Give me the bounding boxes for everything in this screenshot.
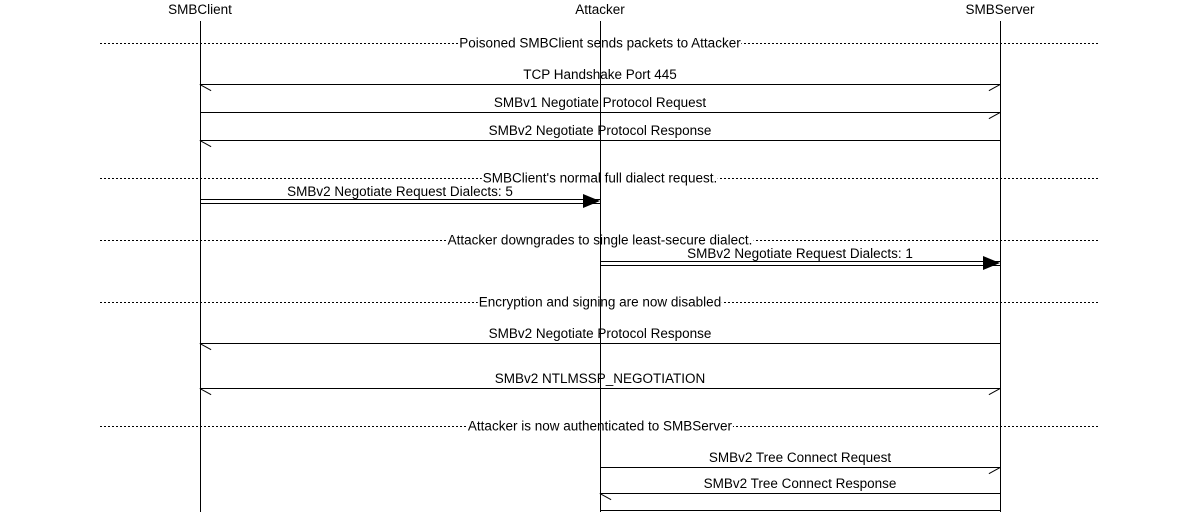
message-label: SMBv2 Negotiate Protocol Response — [488, 326, 712, 341]
arrowhead-filled-icon — [583, 194, 600, 208]
arrowhead-filled-icon — [983, 256, 1000, 270]
message-label: SMBv2 Tree Connect Response — [703, 476, 897, 491]
arrowhead-open-left-icon — [199, 388, 212, 396]
message-label: SMBv2 Negotiate Request Dialects: 5 — [287, 184, 513, 199]
message-line-double — [200, 199, 600, 204]
arrowhead-open-left-icon — [599, 493, 612, 501]
arrowhead-open-right-icon — [988, 388, 1001, 396]
message-label: SMBv2 Negotiate Request Dialects: 1 — [687, 246, 913, 261]
lifeline-smbserver — [1000, 21, 1001, 512]
lifeline-attacker — [600, 21, 601, 512]
arrowhead-open-right-icon — [988, 84, 1001, 92]
message-label: SMBv2 NTLMSSP_NEGOTIATION — [494, 371, 706, 386]
participant-label-attacker: Attacker — [575, 2, 625, 17]
message-line-double — [600, 261, 1000, 266]
message-line — [600, 493, 1000, 494]
message-line — [600, 510, 1000, 511]
message-line — [200, 140, 1000, 141]
message-label: SMBv2 Tree Connect Request — [708, 450, 892, 465]
arrowhead-open-right-icon — [988, 467, 1001, 475]
message-line — [200, 84, 1000, 85]
arrowhead-open-right-icon — [988, 112, 1001, 120]
message-line — [200, 112, 1000, 113]
message-label: SMBv1 Negotiate Protocol Request — [493, 95, 707, 110]
message-label: TCP Handshake Port 445 — [523, 67, 677, 82]
message-line — [200, 343, 1000, 344]
participant-label-smbserver: SMBServer — [965, 2, 1035, 17]
participant-label-smbclient: SMBClient — [168, 2, 232, 17]
arrowhead-open-left-icon — [199, 84, 212, 92]
lifeline-smbclient — [200, 21, 201, 512]
message-line — [600, 467, 1000, 468]
message-line — [200, 388, 1000, 389]
message-label: SMBv2 Negotiate Protocol Response — [488, 123, 712, 138]
arrowhead-open-left-icon — [199, 140, 212, 148]
arrowhead-open-left-icon — [199, 343, 212, 351]
